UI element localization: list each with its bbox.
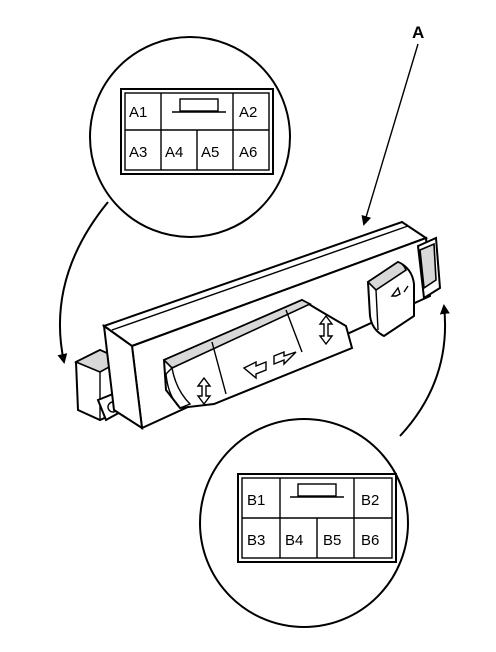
connector-b-face [237,473,397,563]
pin-b1-label: B1 [247,492,265,509]
connector-a-detail: A1 A2 A3 A4 A5 A6 [89,36,291,238]
pin-b3-label: B3 [247,532,265,549]
connector-b-detail: B1 B2 B3 B4 B5 B6 [199,418,409,628]
connector-b-latch [297,483,337,497]
connector-a-face [120,88,274,175]
mirror-select-rocker[interactable] [162,298,354,410]
pin-b5-label: B5 [323,532,341,549]
pin-a6-label: A6 [239,144,257,161]
pin-b6-label: B6 [361,532,379,549]
curved-arrow-a [57,201,109,364]
left-right-arrow-icon [242,350,297,380]
connector-a-latch [179,98,219,112]
callout-leader-a [361,43,419,226]
callout-label-a: A [412,23,424,42]
switch-assembly [74,220,442,430]
up-down-arrow-icon [196,314,334,406]
pin-b4-label: B4 [285,532,303,549]
pin-a5-label: A5 [201,144,219,161]
diagonal-arrow-icon [390,285,409,297]
pin-b2-label: B2 [361,492,379,509]
mirror-adjust-knob[interactable] [366,260,415,338]
pin-a2-label: A2 [239,104,257,121]
pin-a3-label: A3 [129,144,147,161]
curved-arrow-b [399,304,450,437]
pin-a1-label: A1 [129,104,147,121]
pin-a4-label: A4 [165,144,183,161]
right-mounting-bracket [416,236,442,300]
